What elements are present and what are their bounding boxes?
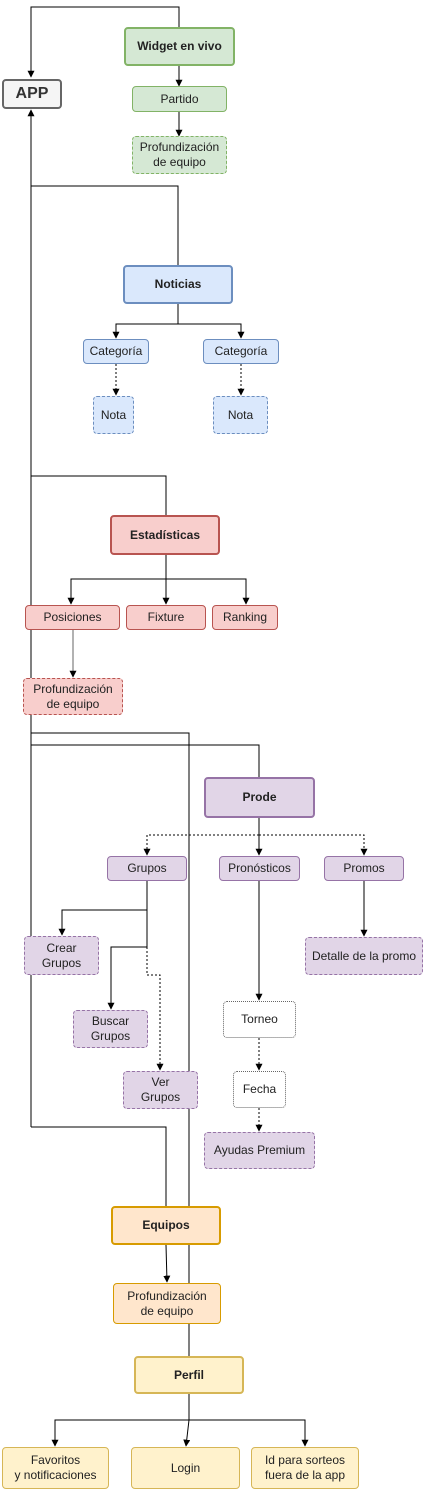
app-node: APP xyxy=(2,79,62,109)
edge-equipos-app xyxy=(31,1126,167,1206)
profundizacion-equipo-node-2: Profundización de equipo xyxy=(23,678,123,715)
profundizacion-equipo-node-3: Profundización de equipo xyxy=(113,1283,221,1324)
perfil-node: Perfil xyxy=(134,1356,244,1394)
id-sorteos-node: Id para sorteos fuera de la app xyxy=(251,1447,359,1489)
edge-widget-app xyxy=(27,6,180,78)
edge-perfil-app xyxy=(31,732,190,1356)
categoria-node-1: Categoría xyxy=(83,339,149,364)
profundizacion-equipo-node-1: Profundización de equipo xyxy=(132,136,227,174)
prode-node: Prode xyxy=(204,777,315,818)
ranking-node: Ranking xyxy=(212,605,278,630)
equipos-node: Equipos xyxy=(111,1206,221,1245)
edge-noticias-app xyxy=(31,185,179,265)
crear-grupos-node: Crear Grupos xyxy=(24,936,99,975)
noticias-node: Noticias xyxy=(123,265,233,304)
promos-node: Promos xyxy=(324,856,404,881)
edge-grupos-crear xyxy=(58,881,148,936)
torneo-node: Torneo xyxy=(223,1001,296,1038)
pronosticos-node: Pronósticos xyxy=(219,856,300,881)
buscar-grupos-node: Buscar Grupos xyxy=(73,1010,148,1048)
posiciones-node: Posiciones xyxy=(25,605,120,630)
edge-estadisticas-app xyxy=(31,475,167,515)
edge-est-children xyxy=(67,555,167,605)
ver-grupos-node: Ver Grupos xyxy=(123,1071,198,1109)
edge-noticias-cats xyxy=(115,304,179,338)
edge-grupos-ver xyxy=(146,947,164,1071)
widget-en-vivo-node: Widget en vivo xyxy=(124,27,235,66)
nota-node-2: Nota xyxy=(213,396,268,434)
nota-node-1: Nota xyxy=(93,396,134,434)
edge-perfil-children xyxy=(51,1394,190,1447)
login-node: Login xyxy=(131,1447,240,1489)
edge-grupos-buscar xyxy=(107,910,148,1010)
edge-noticias-cat2 xyxy=(178,323,245,339)
favoritos-notificaciones-node: Favoritos y notificaciones xyxy=(2,1447,109,1489)
fecha-node: Fecha xyxy=(233,1071,286,1108)
detalle-promo-node: Detalle de la promo xyxy=(305,937,423,975)
partido-node: Partido xyxy=(132,86,227,112)
estadisticas-node: Estadísticas xyxy=(110,515,220,555)
grupos-node: Grupos xyxy=(107,856,187,881)
edge-equipos-prof3 xyxy=(163,1244,171,1283)
ayudas-premium-node: Ayudas Premium xyxy=(204,1132,315,1169)
fixture-node: Fixture xyxy=(126,605,206,630)
edge-prode-app xyxy=(31,744,260,777)
categoria-node-2: Categoría xyxy=(203,339,279,364)
